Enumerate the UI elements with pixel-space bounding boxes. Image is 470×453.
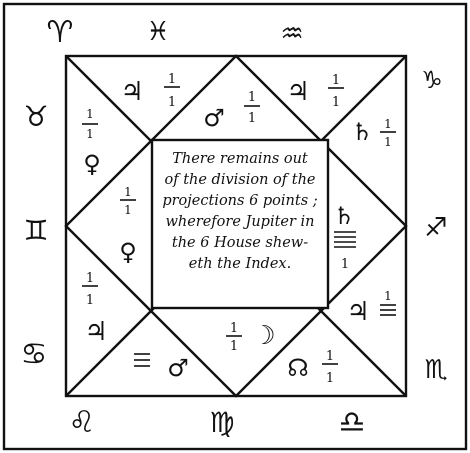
- house-mark: 1: [384, 289, 392, 303]
- house-mark: 1: [384, 117, 392, 131]
- mars-icon: ♂: [167, 354, 189, 382]
- house-mark: 1: [230, 339, 238, 354]
- gemini-icon: ♊: [23, 214, 48, 247]
- center-text-line: eth the Index.: [189, 256, 291, 272]
- house-mark: 1: [86, 107, 94, 121]
- house-mars-top: ♂ 1 1: [203, 90, 260, 132]
- mars-icon: ♂: [203, 104, 225, 132]
- aries-icon: ♈: [47, 15, 74, 50]
- house-mark: 1: [248, 111, 256, 126]
- sagittarius-icon: ♐: [424, 213, 447, 243]
- house-mark: 1: [86, 271, 94, 286]
- house-mark: 1: [332, 95, 340, 110]
- house-mark: 1: [124, 185, 132, 199]
- leo-icon: ♌: [69, 405, 96, 440]
- house-jupiter-right-lower: ♃ 1: [346, 289, 396, 327]
- pisces-icon: ♓: [146, 17, 169, 47]
- center-box: [150, 138, 330, 310]
- capricorn-icon: ♑: [421, 66, 443, 94]
- center-text-line: wherefore Jupiter in: [165, 214, 314, 230]
- moon-icon: ☽: [252, 321, 275, 351]
- house-mark: 1: [86, 127, 94, 141]
- house-mark: 1: [326, 371, 334, 386]
- house-mark: 1: [168, 95, 176, 110]
- aquarius-icon: ♒: [280, 19, 303, 49]
- house-saturn-right-upper: ♄ 1 1: [351, 117, 396, 149]
- inner-diamond: [64, 54, 408, 398]
- house-mark: 1: [230, 321, 238, 336]
- jupiter-icon: ♃: [120, 77, 143, 107]
- venus-icon: ♀: [83, 150, 101, 178]
- libra-icon: ♎: [339, 405, 366, 440]
- house-north-node-bottom-right: ☊ 1 1: [287, 349, 338, 386]
- house-jupiter-left-lower: 1 1 ♃: [82, 271, 108, 347]
- center-text-line: projections 6 points ;: [162, 193, 317, 209]
- house-mark: 1: [248, 90, 256, 105]
- scorpio-icon: ♏: [424, 355, 447, 385]
- virgo-icon: ♍: [209, 406, 234, 439]
- house-jupiter-top-left: ♃ 1 1: [120, 72, 180, 110]
- house-mark: 1: [326, 349, 334, 364]
- center-text-line: of the division of the: [164, 172, 315, 188]
- venus-icon: ♀: [119, 238, 137, 266]
- house-mark: 1: [168, 72, 176, 87]
- saturn-icon: ♄: [333, 202, 355, 230]
- house-mark: 1: [341, 257, 349, 272]
- cancer-icon: ♋: [21, 337, 48, 372]
- north-node-icon: ☊: [287, 354, 308, 382]
- center-text-line: There remains out: [172, 151, 308, 167]
- house-moon-bottom: 1 1 ☽: [226, 321, 276, 354]
- house-mark: 1: [384, 135, 392, 149]
- saturn-icon: ♄: [351, 118, 373, 146]
- jupiter-icon: ♃: [346, 297, 369, 327]
- center-text-line: the 6 House shew-: [172, 235, 308, 251]
- house-mark: 1: [86, 293, 94, 308]
- house-saturn-right-center: ♄ 1: [333, 202, 356, 272]
- house-venus-left-upper: 1 1 ♀: [82, 107, 101, 178]
- jupiter-icon: ♃: [84, 317, 107, 347]
- house-mark: 1: [332, 73, 340, 88]
- house-venus-left-center: 1 1 ♀: [119, 185, 137, 266]
- house-jupiter-top-right: ♃ 1 1: [286, 73, 344, 110]
- house-mars-bottom-left: ♂: [134, 353, 189, 382]
- house-mark: 1: [124, 203, 132, 217]
- taurus-icon: ♉: [23, 100, 48, 133]
- jupiter-icon: ♃: [286, 77, 309, 107]
- center-note: There remains out of the division of the…: [162, 151, 317, 272]
